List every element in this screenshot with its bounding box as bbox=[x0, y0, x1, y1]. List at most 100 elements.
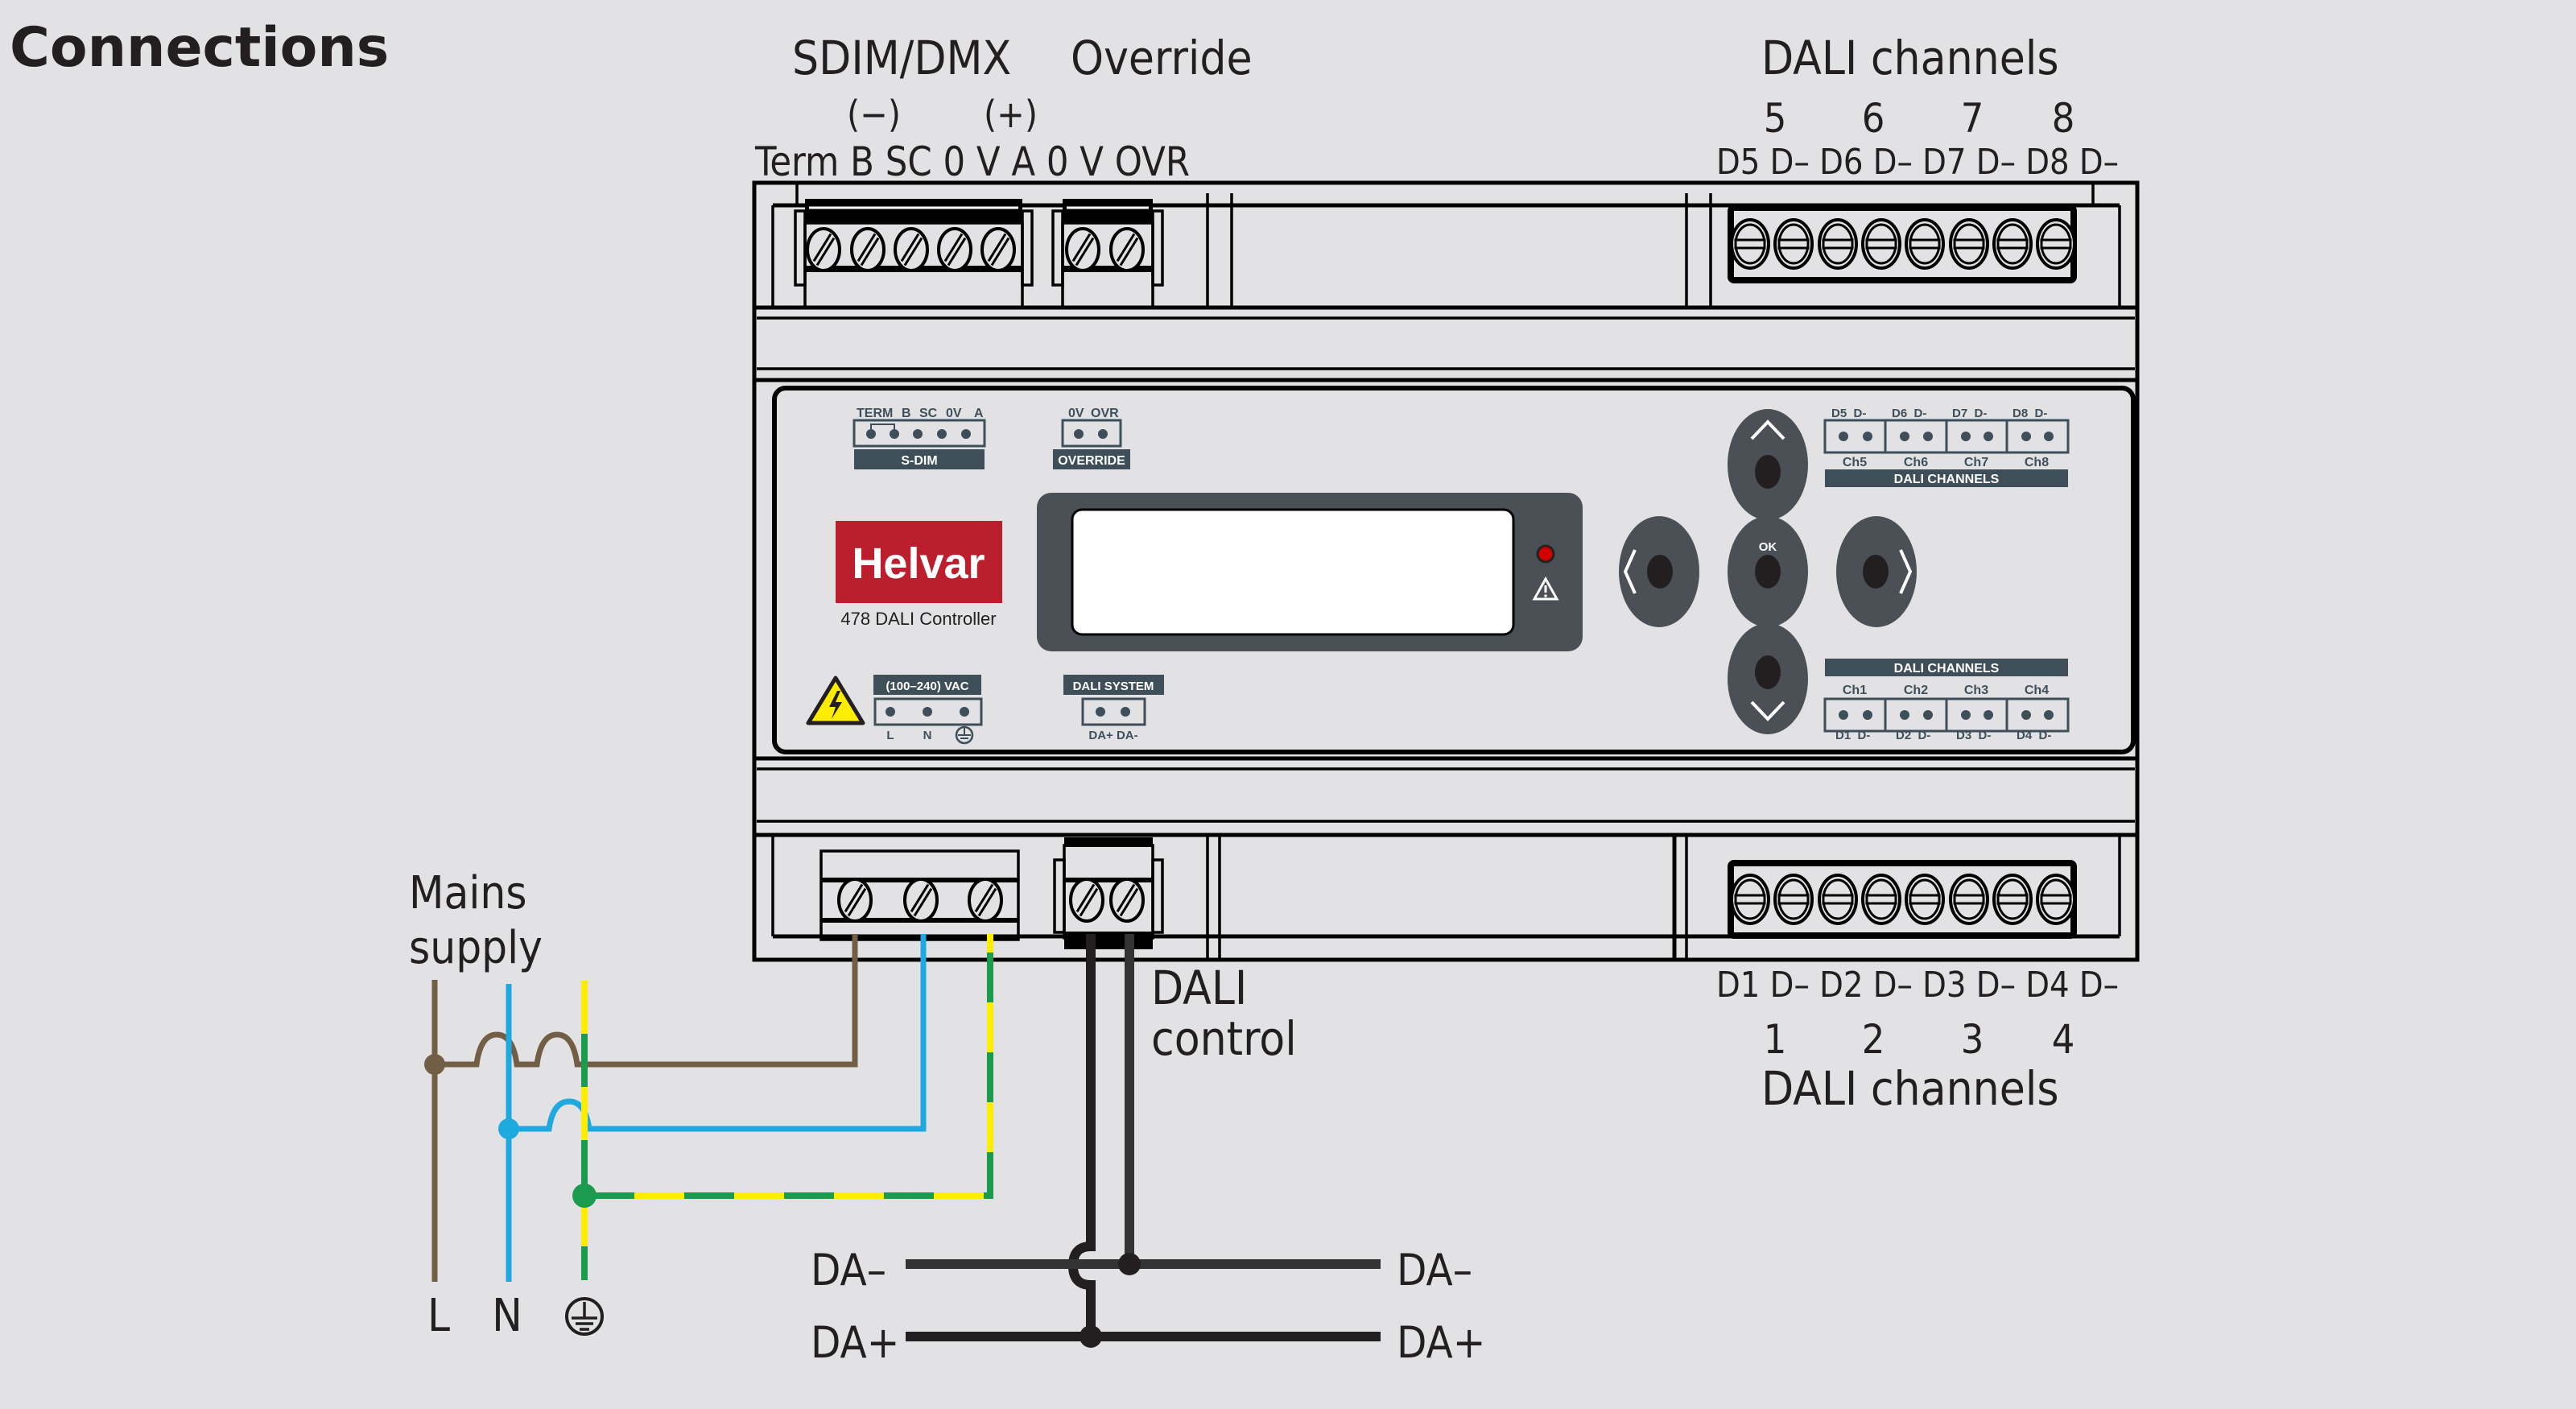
dali-control-wires bbox=[906, 934, 1381, 1341]
terminal-screw-icon bbox=[1773, 218, 1814, 270]
override-connector: 0V OVR OVERRIDE bbox=[1053, 407, 1130, 469]
earth-wire bbox=[581, 934, 993, 1280]
warning-icon bbox=[1532, 576, 1559, 601]
terminal-screw-icon bbox=[850, 227, 886, 272]
terminal-screw-icon bbox=[1730, 218, 1770, 270]
ok-button[interactable]: OK bbox=[1728, 516, 1808, 627]
page-title: Connections bbox=[10, 16, 389, 80]
terminal-screw-icon bbox=[1818, 874, 1858, 925]
chevron-down-icon bbox=[1750, 700, 1785, 721]
up-button[interactable] bbox=[1728, 409, 1808, 520]
vac-badge bbox=[873, 675, 981, 695]
bottom-screw-group bbox=[837, 878, 1145, 923]
svg-text:D4 D-: D4 D- bbox=[2017, 729, 2051, 742]
top-screw-group bbox=[806, 227, 1145, 272]
status-led bbox=[1536, 544, 1555, 564]
svg-text:D3 D-: D3 D- bbox=[1956, 729, 1991, 742]
svg-text:D7 D-: D7 D- bbox=[1952, 407, 1987, 420]
da-minus-junction bbox=[1118, 1253, 1141, 1275]
dali-system-badge bbox=[1063, 675, 1164, 695]
pin-dot bbox=[2044, 432, 2054, 441]
svg-text:B: B bbox=[902, 407, 911, 420]
svg-text:DALI CHANNELS: DALI CHANNELS bbox=[1894, 473, 2000, 486]
pin-dot bbox=[1839, 710, 1848, 720]
right-button[interactable] bbox=[1836, 516, 1917, 627]
channel-number-2: 2 bbox=[1862, 1016, 1885, 1063]
top-terminal-labels: Term B SC 0 V A 0 V OVR bbox=[754, 138, 1190, 185]
helvar-logo: Helvar bbox=[836, 521, 1002, 603]
live-wire bbox=[431, 934, 858, 1282]
sdim-connector: TERM B SC 0V A S-DIM bbox=[852, 407, 986, 469]
terminal-screw-icon bbox=[980, 227, 1016, 272]
mains-supply-label-line1: Mains bbox=[409, 867, 527, 919]
neutral-junction bbox=[498, 1118, 519, 1139]
polarity-plus-label: (+) bbox=[984, 93, 1038, 136]
svg-text:D1 D-: D1 D- bbox=[1835, 729, 1870, 742]
pin-dot bbox=[1863, 432, 1872, 441]
svg-text:Ch5: Ch5 bbox=[1843, 456, 1867, 469]
terminal-screw-icon bbox=[2036, 874, 2076, 925]
override-badge bbox=[1053, 449, 1130, 469]
pin-dot bbox=[1923, 432, 1933, 441]
svg-text:A: A bbox=[974, 407, 984, 420]
channel-number-3: 3 bbox=[1961, 1016, 1984, 1063]
lower-dali-channels-badge bbox=[1825, 659, 2068, 676]
svg-text:OVR: OVR bbox=[1091, 407, 1119, 420]
svg-text:DA+ DA-: DA+ DA- bbox=[1088, 729, 1137, 742]
override-label: Override bbox=[1071, 31, 1253, 85]
svg-text:Ch2: Ch2 bbox=[1904, 684, 1928, 697]
left-button[interactable] bbox=[1619, 516, 1699, 627]
svg-text:OVERRIDE: OVERRIDE bbox=[1058, 454, 1125, 468]
pin-dot bbox=[1839, 432, 1848, 441]
neutral-label: N bbox=[492, 1290, 522, 1342]
terminal-screw-icon bbox=[1905, 874, 1945, 925]
svg-text:N: N bbox=[923, 729, 932, 742]
dali-control-label-line2: control bbox=[1151, 1011, 1297, 1066]
da-plus-right-label: DA+ bbox=[1397, 1317, 1485, 1368]
svg-text:S-DIM: S-DIM bbox=[901, 454, 937, 468]
channel-number-6: 6 bbox=[1862, 95, 1885, 142]
channel-number-1: 1 bbox=[1764, 1016, 1787, 1063]
terminal-screw-icon bbox=[1818, 218, 1858, 270]
pin-dot bbox=[1984, 710, 1993, 720]
pin-dot bbox=[2021, 710, 2031, 720]
svg-text:Ch8: Ch8 bbox=[2025, 456, 2049, 469]
pin-dot bbox=[1923, 710, 1933, 720]
upper-dali-channels-connector: D5 D- D6 D- D7 D- D8 D- Ch5 Ch6 Ch7 Ch8 … bbox=[1823, 407, 2070, 487]
down-button[interactable] bbox=[1728, 623, 1808, 734]
svg-text:D2 D-: D2 D- bbox=[1896, 729, 1930, 742]
chevron-left-icon bbox=[1623, 549, 1637, 594]
protective-earth-icon bbox=[565, 1297, 604, 1336]
terminal-screw-icon bbox=[937, 227, 972, 272]
terminal-screw-icon bbox=[1949, 218, 1989, 270]
terminal-screw-icon bbox=[894, 227, 929, 272]
pin-dot bbox=[2044, 710, 2054, 720]
svg-text:Ch7: Ch7 bbox=[1964, 456, 1988, 469]
terminal-screw-icon bbox=[1065, 227, 1100, 272]
terminal-screw-icon bbox=[903, 878, 939, 923]
polarity-minus-label: (−) bbox=[847, 93, 901, 136]
dali-channels-bottom-heading: DALI channels bbox=[1761, 1061, 2059, 1116]
terminal-screw-icon bbox=[1992, 874, 2033, 925]
svg-text:L: L bbox=[886, 729, 894, 742]
svg-text:Ch3: Ch3 bbox=[1964, 684, 1988, 697]
svg-text:Ch1: Ch1 bbox=[1843, 684, 1867, 697]
terminal-screw-icon bbox=[806, 227, 841, 272]
svg-text:Ch4: Ch4 bbox=[2025, 684, 2049, 697]
sdim-dmx-label: SDIM/DMX bbox=[792, 31, 1011, 85]
terminal-screw-icon bbox=[1109, 227, 1145, 272]
channel-number-4: 4 bbox=[2052, 1016, 2075, 1063]
terminal-screw-icon bbox=[1069, 878, 1104, 923]
terminal-screw-icon bbox=[1730, 874, 1770, 925]
mains-input-connector: (100–240) VAC L N bbox=[873, 675, 983, 745]
pin-dot bbox=[1900, 432, 1909, 441]
pin-dot bbox=[1961, 432, 1971, 441]
lcd-display bbox=[1037, 493, 1583, 651]
da-minus-left-label: DA– bbox=[811, 1245, 886, 1295]
svg-text:SC: SC bbox=[919, 407, 938, 420]
terminal-screw-icon bbox=[1861, 218, 1901, 270]
live-junction bbox=[424, 1054, 445, 1075]
dali-channels-top-heading: DALI channels bbox=[1761, 31, 2059, 85]
bottom-dali-screw-group bbox=[1730, 874, 2076, 925]
terminal-screw-icon bbox=[1992, 218, 2033, 270]
